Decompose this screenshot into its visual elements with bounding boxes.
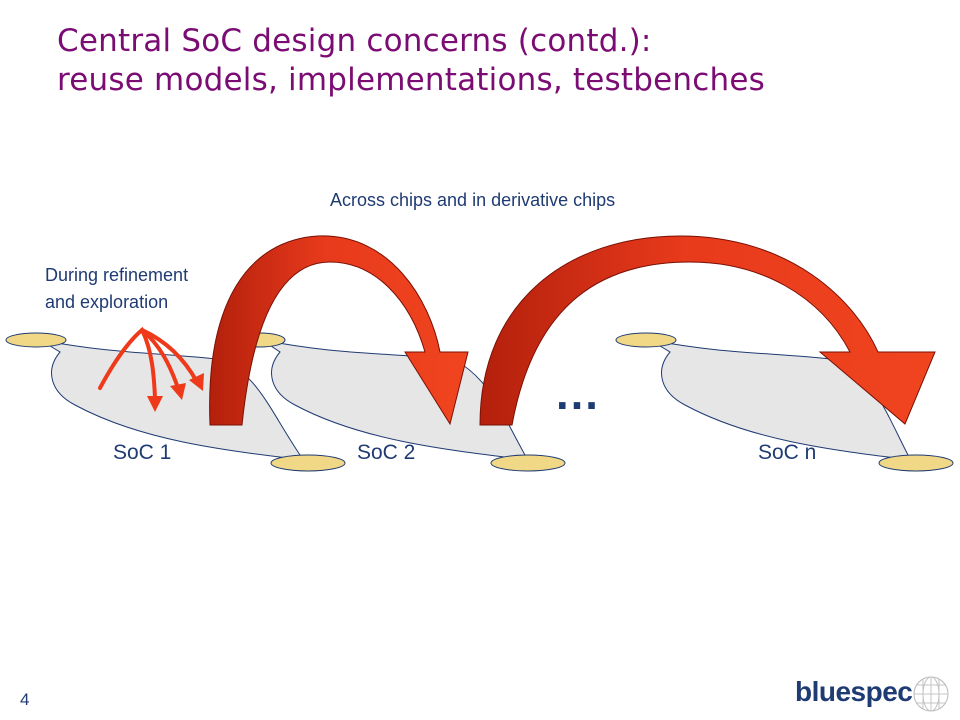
bluespec-logo: bluespec bbox=[795, 674, 955, 716]
soc-n-label: SoC n bbox=[758, 441, 817, 464]
reuse-arrow-2 bbox=[479, 235, 936, 426]
soc-1-end-disc bbox=[270, 454, 346, 472]
title-line-1: Central SoC design concerns (contd.): bbox=[57, 23, 652, 59]
soc-1-start-disc bbox=[5, 332, 67, 348]
label-during-line-2: and exploration bbox=[45, 292, 169, 312]
title-line-2: reuse models, implementations, testbench… bbox=[57, 62, 765, 98]
soc-n-start-disc bbox=[615, 332, 677, 348]
soc-2-end-disc bbox=[490, 454, 566, 472]
ellipsis-more-socs: … bbox=[554, 367, 601, 419]
logo-globe-icon bbox=[913, 676, 949, 712]
logo-text: bluespec bbox=[795, 676, 913, 707]
reuse-arrow-1 bbox=[209, 235, 469, 426]
refinement-arrowheads bbox=[147, 373, 204, 412]
label-across-chips: Across chips and in derivative chips bbox=[330, 190, 616, 210]
page-number: 4 bbox=[20, 690, 30, 709]
label-during-line-1: During refinement bbox=[45, 265, 189, 285]
soc-n-end-disc bbox=[878, 454, 954, 472]
slide-title: Central SoC design concerns (contd.): re… bbox=[57, 22, 937, 100]
refinement-arrows bbox=[98, 326, 199, 400]
label-during-refinement: During refinement and exploration bbox=[45, 262, 188, 316]
soc-1-label: SoC 1 bbox=[113, 441, 172, 464]
soc-2-label: SoC 2 bbox=[357, 441, 416, 464]
